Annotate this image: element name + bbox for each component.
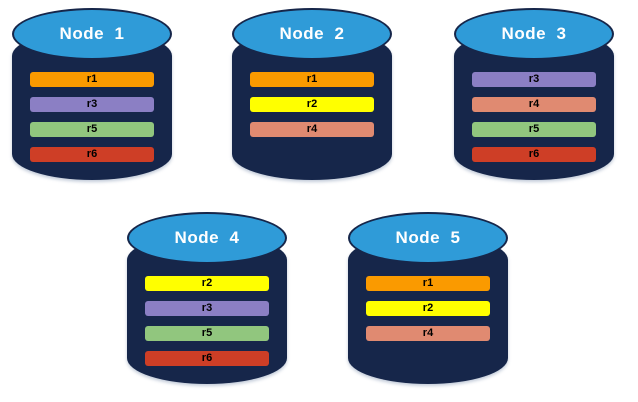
replica-bar-r6[interactable]: r6 bbox=[472, 147, 596, 162]
replica-stack: r1 r3 r5 r6 bbox=[12, 64, 172, 162]
replica-stack: r2 r3 r5 r6 bbox=[127, 268, 287, 366]
database-node-3[interactable]: Node 3 r3 r4 r5 r6 bbox=[454, 8, 614, 183]
cylinder-top-icon bbox=[127, 212, 287, 264]
cylinder-top-icon bbox=[454, 8, 614, 60]
replica-stack: r3 r4 r5 r6 bbox=[454, 64, 614, 162]
cylinder-top-icon bbox=[232, 8, 392, 60]
replica-bar-r2[interactable]: r2 bbox=[145, 276, 269, 291]
replica-bar-r4[interactable]: r4 bbox=[472, 97, 596, 112]
replica-bar-r3[interactable]: r3 bbox=[145, 301, 269, 316]
node-label: Node 1 bbox=[59, 24, 125, 43]
replica-bar-r4[interactable]: r4 bbox=[366, 326, 490, 341]
database-node-5[interactable]: Node 5 r1 r2 r4 bbox=[348, 212, 508, 387]
replica-bar-r5[interactable]: r5 bbox=[472, 122, 596, 137]
replica-bar-r2[interactable]: r2 bbox=[366, 301, 490, 316]
cylinder-top-icon bbox=[12, 8, 172, 60]
replica-bar-r6[interactable]: r6 bbox=[30, 147, 154, 162]
replica-bar-r4[interactable]: r4 bbox=[250, 122, 374, 137]
replica-bar-r3[interactable]: r3 bbox=[30, 97, 154, 112]
replica-bar-r5[interactable]: r5 bbox=[30, 122, 154, 137]
database-node-1[interactable]: Node 1 r1 r3 r5 r6 bbox=[12, 8, 172, 183]
node-label: Node 3 bbox=[501, 24, 567, 43]
replica-bar-r6[interactable]: r6 bbox=[145, 351, 269, 366]
replica-stack: r1 r2 r4 bbox=[348, 268, 508, 341]
replica-bar-r5[interactable]: r5 bbox=[145, 326, 269, 341]
replica-stack: r1 r2 r4 bbox=[232, 64, 392, 137]
replica-bar-r1[interactable]: r1 bbox=[30, 72, 154, 87]
node-label: Node 5 bbox=[395, 228, 461, 247]
database-node-2[interactable]: Node 2 r1 r2 r4 bbox=[232, 8, 392, 183]
replica-bar-r2[interactable]: r2 bbox=[250, 97, 374, 112]
replica-bar-r1[interactable]: r1 bbox=[250, 72, 374, 87]
node-label: Node 4 bbox=[174, 228, 240, 247]
database-node-4[interactable]: Node 4 r2 r3 r5 r6 bbox=[127, 212, 287, 387]
replica-bar-r1[interactable]: r1 bbox=[366, 276, 490, 291]
node-label: Node 2 bbox=[279, 24, 345, 43]
cylinder-top-icon bbox=[348, 212, 508, 264]
replica-bar-r3[interactable]: r3 bbox=[472, 72, 596, 87]
